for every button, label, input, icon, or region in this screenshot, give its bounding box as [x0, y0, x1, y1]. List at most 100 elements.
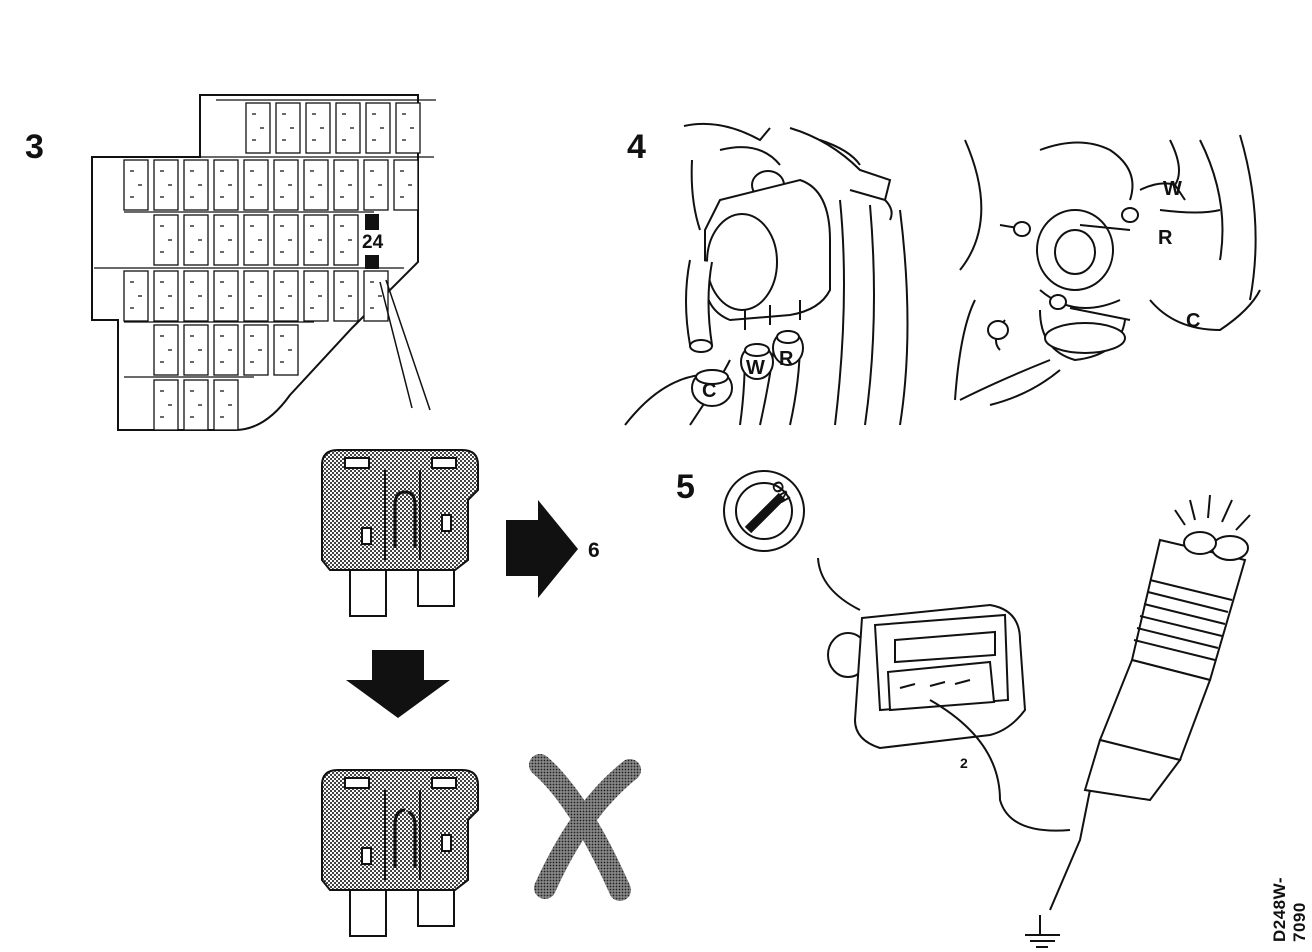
arrow-down — [346, 650, 450, 718]
fuse-slot — [273, 159, 299, 211]
fuse-grid — [94, 99, 436, 431]
fuse-slot — [183, 214, 209, 266]
fuse-slot — [213, 159, 239, 211]
fuse-slot — [183, 159, 209, 211]
fuse-slot-mark — [250, 225, 262, 253]
fuse-slot-mark — [130, 170, 142, 198]
fuse-slot — [183, 270, 209, 322]
fuse-slot — [243, 159, 269, 211]
fuse-slot-mark — [160, 225, 172, 253]
fuse-slot-mark — [310, 281, 322, 309]
fuse-slot-mark — [280, 170, 292, 198]
fuse-slot — [243, 214, 269, 266]
ignition-switch — [723, 470, 805, 552]
fuse-slot — [363, 159, 389, 211]
hose-c-left: C — [702, 380, 717, 402]
fuse-slot — [393, 159, 419, 211]
fuse-slot — [273, 270, 299, 322]
fuse-slot-mark — [250, 335, 262, 363]
fuse-slot — [395, 102, 421, 154]
fuse-slot-mark — [372, 113, 384, 141]
fuse-slot-mark — [190, 170, 202, 198]
test-lamp — [1025, 494, 1251, 948]
fuse-slot-mark — [190, 281, 202, 309]
fuse-slot — [303, 159, 329, 211]
fuse-slot-mark — [252, 113, 264, 141]
hose-w-left: W — [746, 357, 765, 379]
fuse-slot-mark — [282, 113, 294, 141]
arrow-right — [506, 500, 578, 598]
fuse-slot-mark — [280, 225, 292, 253]
fuse-slot — [333, 270, 359, 322]
fuse-slot-mark — [340, 225, 352, 253]
fuse-slot-mark — [310, 170, 322, 198]
hose-view-left — [624, 122, 909, 426]
fuse-slot — [243, 270, 269, 322]
fuse-slot — [123, 270, 149, 322]
fuse-slot-mark — [220, 281, 232, 309]
hose-view-right — [954, 134, 1261, 406]
fuse-slot-mark — [402, 113, 414, 141]
fuse-slot — [333, 159, 359, 211]
fuse-slot — [365, 102, 391, 154]
lamp-glow-icon — [1174, 494, 1251, 531]
hose-c-right: C — [1186, 310, 1201, 332]
fuse-slot-mark — [310, 225, 322, 253]
fuse-slot — [333, 214, 359, 266]
hose-r-left: R — [779, 348, 794, 370]
fuse-slot-mark — [160, 281, 172, 309]
fuse-slot — [153, 324, 179, 376]
hose-r-right: R — [1158, 227, 1173, 249]
fuse-slot-mark — [220, 390, 232, 418]
fuse-box — [91, 94, 436, 431]
fuse-slot — [213, 214, 239, 266]
fuse-slot — [363, 270, 389, 322]
fuse-slot — [123, 159, 149, 211]
step-5-label: 5 — [676, 468, 695, 506]
step-3-label: 3 — [25, 128, 44, 166]
fuse-slot-mark — [340, 170, 352, 198]
fuse-slot — [243, 324, 269, 376]
fuse-slot — [213, 270, 239, 322]
fuse-slot — [153, 379, 179, 431]
fuse-slot — [183, 324, 209, 376]
fuse-slot — [245, 102, 271, 154]
fuse-slot — [213, 379, 239, 431]
fuse-slot-mark — [312, 113, 324, 141]
fuse-slot-mark — [250, 170, 262, 198]
fuse-blown — [321, 769, 479, 937]
fuse-slot-mark — [250, 281, 262, 309]
fuse-slot — [273, 324, 299, 376]
fuse-slot — [153, 270, 179, 322]
fuse-slot — [273, 214, 299, 266]
fuse-slot-mark — [342, 113, 354, 141]
fuse-slot-mark — [280, 281, 292, 309]
fuse-slot-mark — [370, 281, 382, 309]
fuse-slot-mark — [190, 390, 202, 418]
connector — [817, 557, 1071, 832]
step-4-label: 4 — [627, 128, 646, 166]
fuse-slot — [305, 102, 331, 154]
fuse-slot — [303, 270, 329, 322]
fuse-slot-mark — [280, 335, 292, 363]
connector-pin-label: 2 — [960, 755, 968, 771]
fuse-slot-mark — [190, 225, 202, 253]
fuse-slot-mark — [220, 335, 232, 363]
fuse-slot-mark — [190, 335, 202, 363]
arrow-target-label: 6 — [588, 539, 600, 562]
fuse-slot — [153, 159, 179, 211]
fuse-slot-mark — [370, 170, 382, 198]
fuse-slot — [335, 102, 361, 154]
fuse-24-marker-top — [365, 214, 379, 230]
fuse-slot-mark — [130, 281, 142, 309]
cross-mark-icon — [529, 754, 641, 901]
fuse-slot-mark — [220, 170, 232, 198]
fuse-slot-mark — [160, 335, 172, 363]
fuse-intact — [321, 449, 479, 617]
fuse-slot — [275, 102, 301, 154]
hose-w-right: W — [1163, 178, 1182, 200]
fuse-slot — [213, 324, 239, 376]
fuse-slot — [183, 379, 209, 431]
fuse-slot — [153, 214, 179, 266]
